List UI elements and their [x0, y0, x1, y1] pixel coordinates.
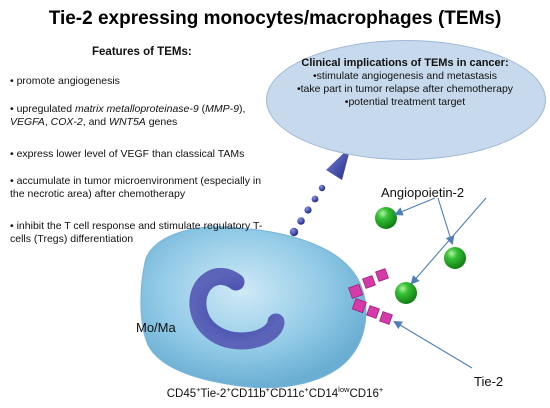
- features-heading: Features of TEMs:: [92, 46, 192, 58]
- angiopoietin-2-label: Angiopoietin-2: [381, 185, 465, 200]
- secretion-dot: [304, 206, 312, 214]
- secretion-dot: [318, 184, 326, 192]
- angiopoietin-2-sphere: [444, 247, 466, 269]
- feature-item: • express lower level of VEGF than class…: [10, 148, 245, 160]
- feature-item: • promote angiogenesis: [10, 75, 120, 87]
- secretion-arrowhead: [326, 146, 351, 180]
- angiopoietin-pointer: [437, 197, 455, 246]
- secretion-dot: [297, 217, 305, 225]
- page-title: Tie-2 expressing monocytes/macrophages (…: [48, 8, 502, 29]
- surface-marker-phenotype: CD45+Tie-2+CD11b+CD11c+CD14lowCD16+: [166, 385, 384, 400]
- angiopoietin-2-sphere: [375, 207, 397, 229]
- angiopoietin-2-sphere: [395, 282, 417, 304]
- clinical-heading: Clinical implications of TEMs in cancer:: [301, 57, 509, 69]
- clinical-item: •stimulate angiogenesis and metastasis: [312, 70, 498, 82]
- secretion-dot: [311, 195, 319, 203]
- tie2-label: Tie-2: [474, 374, 504, 389]
- angiopoietin-pointer: [410, 197, 487, 285]
- cell-label: Mo/Ma: [136, 320, 176, 335]
- clinical-item: •potential treatment target: [344, 96, 466, 108]
- cell-nucleus: [189, 268, 285, 350]
- tie2-receptor: [351, 298, 393, 325]
- feature-item: • inhibit the T cell response and stimul…: [10, 220, 263, 245]
- clinical-item: •take part in tumor relapse after chemot…: [296, 83, 514, 95]
- clinical-implications-bubble: [266, 40, 546, 160]
- tie2-pointer: [393, 320, 473, 369]
- feature-item: • upregulated matrix metalloproteinase-9…: [10, 103, 246, 128]
- tie2-receptor: [348, 268, 389, 299]
- secretion-dot: [289, 227, 299, 237]
- angiopoietin-pointer: [393, 197, 436, 216]
- cell-body: [140, 226, 367, 389]
- feature-item: • accumulate in tumor microenvironment (…: [10, 175, 262, 200]
- clinical-implications-text: Clinical implications of TEMs in cancer:…: [266, 57, 544, 109]
